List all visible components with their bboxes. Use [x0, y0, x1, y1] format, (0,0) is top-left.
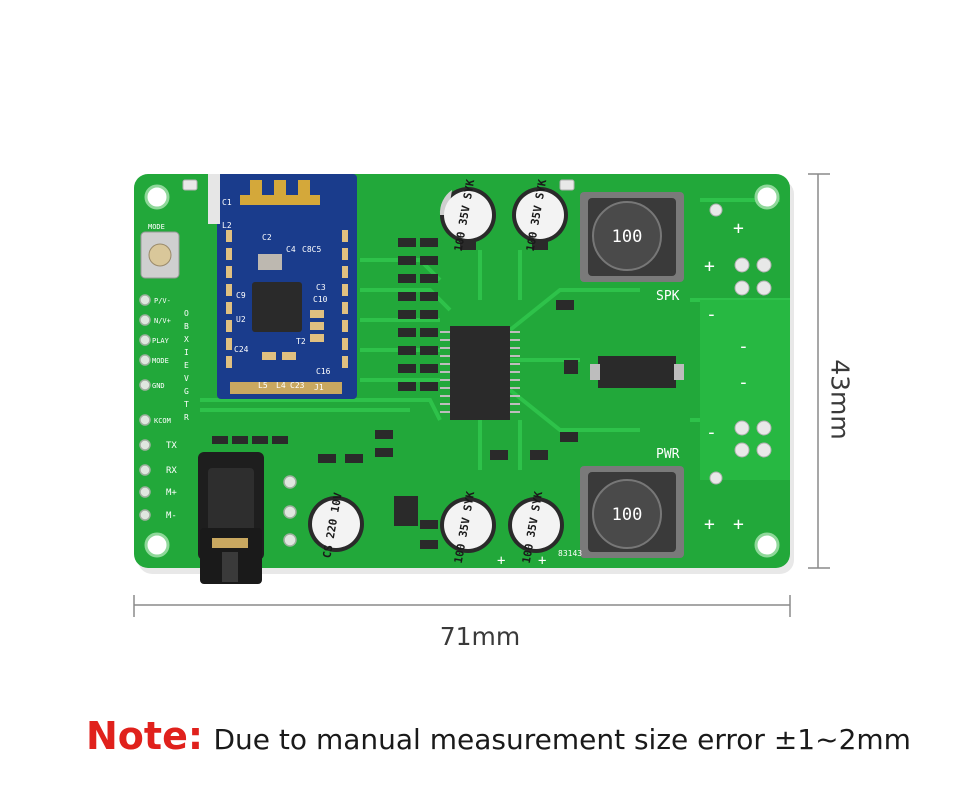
label-mode: MODE	[148, 223, 165, 231]
svg-text:C3: C3	[316, 283, 326, 292]
transistor	[394, 496, 418, 526]
module-labels: C1 C2 C4 C8C5 C9 C10 U2 T2 C24 C3 C16 L5…	[222, 198, 331, 392]
svg-text:C16: C16	[316, 367, 331, 376]
svg-text:C10: C10	[313, 295, 328, 304]
svg-text:J1: J1	[314, 383, 324, 392]
svg-text:T2: T2	[296, 337, 306, 346]
led-label-1: O	[184, 309, 189, 318]
svg-text:L4: L4	[276, 381, 286, 390]
pin-label-7: TX	[166, 441, 177, 451]
pin-label-3: PLAY	[152, 337, 170, 345]
capacitor-2	[512, 187, 568, 250]
pin-label-5: GND	[152, 382, 165, 390]
capacitor-large	[308, 496, 364, 552]
led-label-8: T	[184, 400, 189, 409]
svg-text:C8C5: C8C5	[302, 245, 321, 254]
capacitor-4	[508, 497, 564, 553]
label-pwr: PWR	[656, 447, 680, 462]
pin-label-10: M-	[166, 511, 177, 521]
serial-number: 83143	[558, 549, 582, 558]
capacitor-1	[439, 187, 496, 250]
capacitor-3	[440, 497, 496, 553]
plus-sign-4: +	[704, 514, 715, 535]
dimension-lines	[133, 173, 830, 617]
svg-text:U2: U2	[236, 315, 246, 324]
svg-text:C23: C23	[290, 381, 305, 390]
led-label-2: B	[184, 322, 189, 331]
pin-label-4: MODE	[152, 357, 169, 365]
minus-sign-3: -	[738, 372, 749, 393]
svg-text:C24: C24	[234, 345, 249, 354]
silkscreen: MODE P/V- N/V+ PLAY MODE GND KCOM TX RX …	[148, 218, 749, 569]
svg-text:C4: C4	[286, 245, 296, 254]
note-text: Due to manual measurement size error ±1~…	[213, 723, 911, 756]
plus-sign-2: +	[704, 256, 715, 277]
svg-text:C9: C9	[236, 291, 246, 300]
note-banner: Note: Due to manual measurement size err…	[86, 714, 911, 758]
led-label-4: I	[184, 348, 189, 357]
inductor-top-label: 100	[612, 227, 643, 247]
pin-label-2: N/V+	[154, 317, 171, 325]
led-label-9: R	[184, 413, 189, 422]
led-label-6: V	[184, 374, 189, 383]
minus-sign-2: -	[738, 336, 749, 357]
pin-holes	[139, 294, 297, 547]
diode	[598, 356, 676, 388]
mounting-holes	[144, 184, 780, 558]
pin-label-6: KCOM	[154, 417, 171, 425]
width-dimension: 71mm	[439, 622, 521, 651]
plus-sign-5: +	[497, 553, 505, 569]
svg-text:C1: C1	[222, 198, 232, 207]
board-photo: MODE P/V- N/V+ PLAY MODE GND KCOM TX RX …	[133, 173, 830, 617]
pcb-board: MODE P/V- N/V+ PLAY MODE GND KCOM TX RX …	[133, 173, 830, 617]
inductor-bottom	[580, 466, 684, 558]
plus-sign-6: +	[538, 553, 546, 569]
svg-text:C2: C2	[262, 233, 272, 242]
smd-resistors	[212, 238, 578, 549]
height-dimension: 43mm	[825, 359, 855, 440]
bt-chip	[252, 282, 302, 332]
svg-text:L2: L2	[222, 221, 232, 230]
minus-sign-4: -	[706, 422, 717, 443]
minus-sign-1: -	[706, 304, 717, 325]
pin-label-8: RX	[166, 466, 177, 476]
pin-label-9: M+	[166, 488, 177, 498]
note-label: Note:	[86, 714, 204, 758]
inductor-bottom-label: 100	[612, 505, 643, 525]
led-label-5: E	[184, 361, 189, 370]
svg-text:L5: L5	[258, 381, 268, 390]
audio-jack	[198, 452, 264, 584]
led-label-3: X	[184, 335, 189, 344]
inductor-top	[580, 192, 684, 282]
label-spk: SPK	[656, 289, 680, 304]
bluetooth-module	[208, 174, 357, 399]
led-label-7: G	[184, 387, 189, 396]
plus-sign-3: +	[733, 514, 744, 535]
pin-label-1: P/V-	[154, 297, 171, 305]
amplifier-ic	[440, 326, 520, 420]
plus-sign-1: +	[733, 218, 744, 239]
